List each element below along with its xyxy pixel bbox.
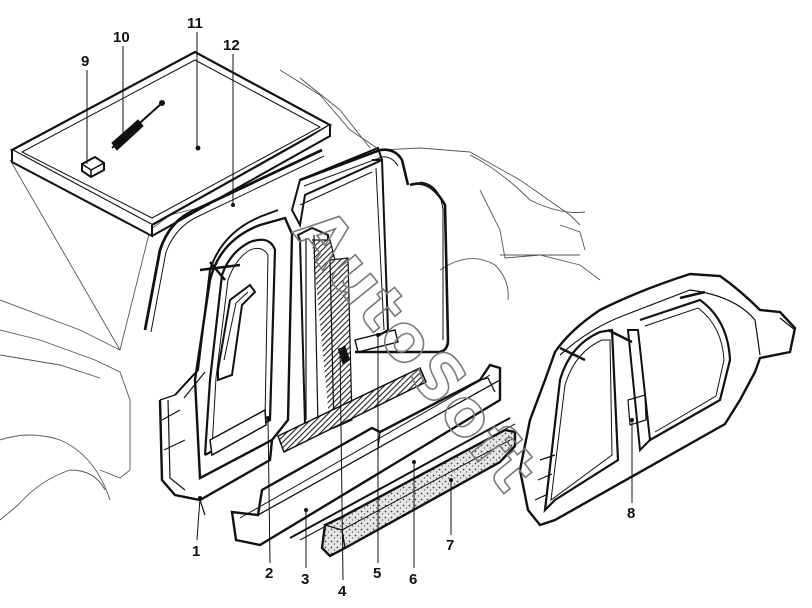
callout-1: 1 (192, 543, 200, 560)
callout-5: 5 (373, 565, 381, 582)
sill-panel (230, 363, 502, 547)
car-body-outline (0, 69, 601, 521)
rear-door-seal (299, 148, 450, 354)
leader-dots (198, 203, 634, 512)
callout-11: 11 (187, 15, 203, 32)
floor-reinforcement-strip (277, 366, 427, 454)
callout-8: 8 (627, 505, 635, 522)
callout-6: 6 (409, 571, 417, 588)
callout-2: 2 (265, 565, 273, 582)
callout-4: 4 (338, 583, 347, 600)
roof-drip-seal (143, 148, 325, 333)
callout-10: 10 (113, 29, 130, 46)
callout-3: 3 (301, 571, 309, 588)
callout-labels: 1 2 3 4 5 6 7 8 9 10 11 12 (81, 15, 635, 600)
callout-7: 7 (446, 537, 454, 554)
outer-side-panel (518, 272, 797, 527)
gas-strut (111, 100, 165, 151)
front-door-frame (209, 283, 267, 457)
callout-12: 12 (223, 37, 240, 54)
leader-lines (86, 32, 633, 581)
callout-9: 9 (81, 53, 89, 70)
front-pillar-panel (158, 209, 294, 516)
roof-panel (9, 50, 333, 238)
